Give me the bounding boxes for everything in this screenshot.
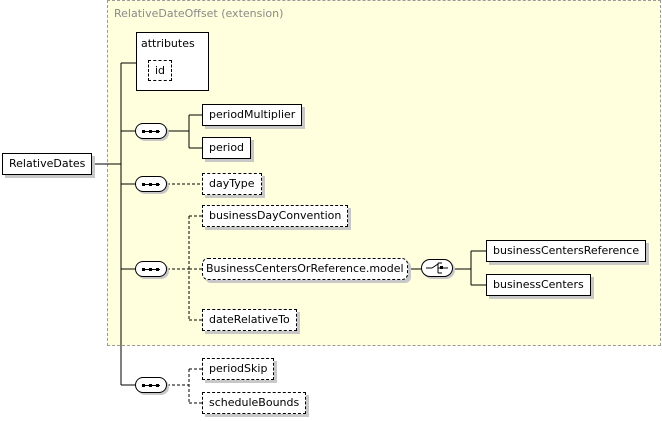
element-business-centers: businessCenters xyxy=(486,274,591,296)
sequence-icon xyxy=(135,377,167,393)
element-period: period xyxy=(202,137,252,159)
sequence-icon xyxy=(135,123,167,139)
group-business-centers-or-reference: BusinessCentersOrReference.model xyxy=(202,258,408,280)
extension-title: RelativeDateOffset (extension) xyxy=(114,7,284,20)
element-period-multiplier: periodMultiplier xyxy=(202,104,303,126)
sequence-icon xyxy=(135,176,167,192)
element-business-centers-reference: businessCentersReference xyxy=(486,240,647,262)
attribute-id: id xyxy=(148,60,173,81)
root-element-relative-dates: RelativeDates xyxy=(2,153,93,175)
element-business-day-convention: businessDayConvention xyxy=(202,205,349,227)
element-day-type: dayType xyxy=(202,173,262,195)
element-period-skip: periodSkip xyxy=(202,358,275,380)
element-date-relative-to: dateRelativeTo xyxy=(202,309,297,331)
element-schedule-bounds: scheduleBounds xyxy=(202,392,307,414)
choice-icon xyxy=(421,259,453,277)
attributes-label: attributes xyxy=(141,37,195,50)
sequence-icon xyxy=(135,261,167,277)
